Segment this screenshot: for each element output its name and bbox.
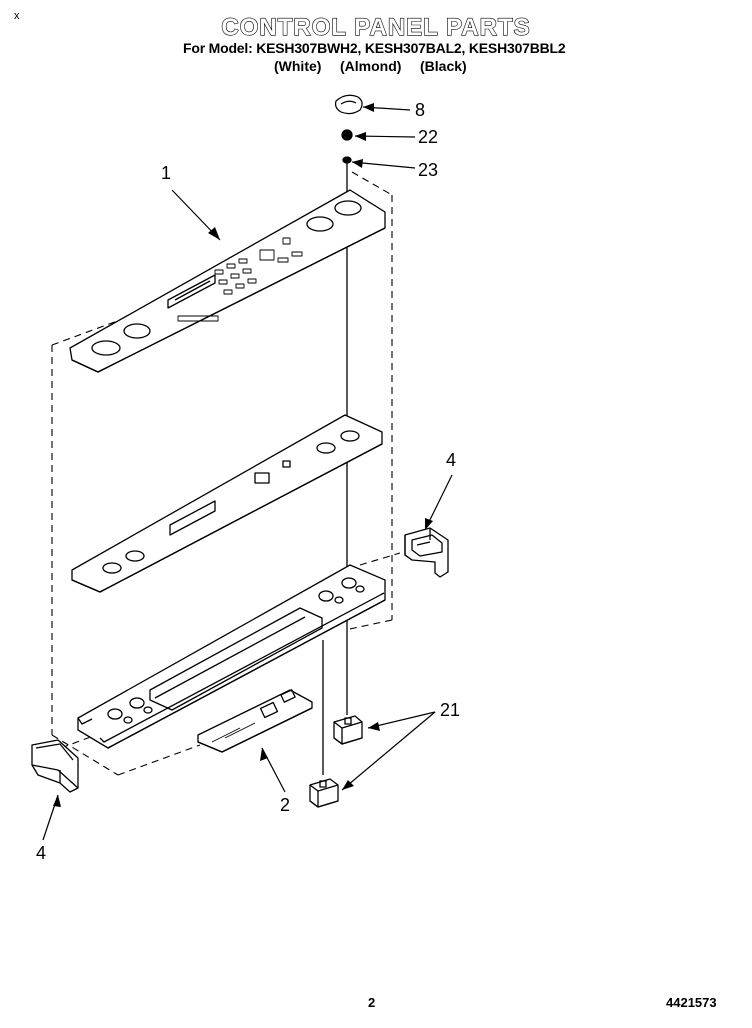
burner-dials-left — [91, 323, 151, 356]
color-black: (Black) — [420, 58, 467, 74]
display-window — [167, 274, 216, 309]
arrowheads — [53, 103, 433, 807]
overlay-panel-part — [71, 414, 383, 593]
switch-part-lower — [309, 778, 339, 808]
spring-part — [341, 129, 353, 141]
clip-part — [342, 156, 352, 164]
page-number: 2 — [368, 995, 376, 1010]
corner-mark: x — [14, 10, 20, 22]
part-number: 4421573 — [666, 995, 717, 1010]
callout-21: 21 — [440, 700, 461, 720]
assembly-guide-dashes — [49, 171, 401, 776]
callout-1: 1 — [161, 163, 172, 183]
callout-8: 8 — [415, 100, 426, 120]
color-white: (White) — [274, 58, 322, 74]
end-cap-left-part — [31, 739, 79, 793]
model-list: For Model: KESH307BWH2, KESH307BAL2, KES… — [183, 40, 566, 56]
callout-4-left: 4 — [36, 843, 47, 863]
callout-2: 2 — [280, 795, 291, 815]
keypad-buttons — [177, 237, 303, 322]
burner-dials-right — [306, 200, 362, 232]
callout-23: 23 — [418, 160, 439, 180]
switch-part-upper — [333, 715, 363, 745]
control-console-part — [77, 564, 386, 749]
knob-part — [334, 94, 363, 115]
overlay-square-cutout — [254, 472, 270, 484]
graphics-panel-part — [69, 189, 386, 373]
diagram-title: CONTROL PANEL PARTS — [221, 13, 531, 41]
overlay-display-cutout — [169, 500, 216, 536]
control-board-part — [197, 689, 313, 753]
end-cap-right-part — [404, 527, 449, 578]
color-almond: (Almond) — [340, 58, 402, 74]
console-display-window — [149, 607, 323, 711]
callout-4-right: 4 — [446, 450, 457, 470]
callout-22: 22 — [418, 127, 439, 147]
